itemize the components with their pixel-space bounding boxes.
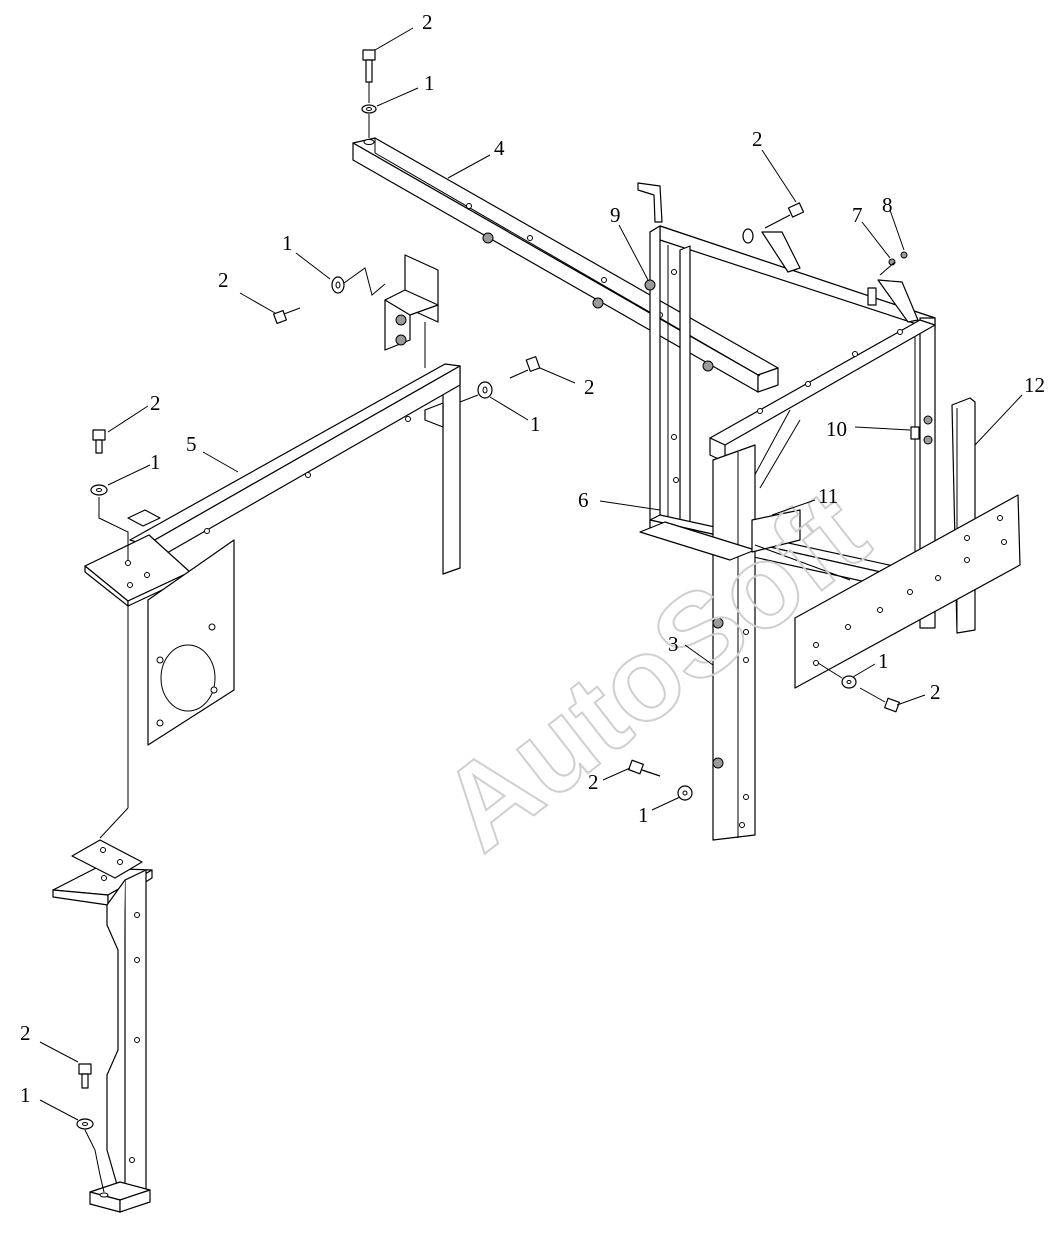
callout-label: 1 — [20, 1083, 31, 1107]
callout-label: 6 — [578, 488, 589, 512]
part-12-right-support — [794, 397, 1021, 689]
callout-label: 8 — [882, 193, 893, 217]
callout-label: 1 — [878, 649, 889, 673]
bolt-and-washer-mid — [459, 356, 541, 403]
callout-label: 9 — [610, 203, 621, 227]
part-3-right-post — [639, 319, 936, 841]
callout-label: 3 — [668, 632, 679, 656]
callout-label: 1 — [424, 71, 435, 95]
upper-left-bracket — [343, 254, 439, 368]
callout-label: 1 — [150, 450, 161, 474]
leader-lines — [39, 27, 1023, 1121]
callout-label: 11 — [818, 484, 838, 508]
callout-label: 2 — [588, 770, 599, 794]
callout-label: 2 — [584, 375, 595, 399]
callout-label: 1 — [638, 803, 649, 827]
bolt-and-washer-right-plate — [817, 662, 900, 713]
callout-label: 2 — [150, 391, 161, 415]
callout-label: 5 — [186, 432, 197, 456]
callout-label: 2 — [422, 10, 433, 34]
callout-label: 12 — [1024, 373, 1045, 397]
callout-label: 7 — [852, 203, 863, 227]
bolt-and-washer-left — [272, 276, 345, 325]
callout-label: 1 — [530, 412, 541, 436]
callout-label: 2 — [218, 268, 229, 292]
callout-label: 2 — [20, 1021, 31, 1045]
callout-label: 1 — [282, 231, 293, 255]
bolt-and-washer-lower-left — [76, 1063, 105, 1193]
callout-labels: 2 1 4 2 9 7 8 1 2 2 1 2 1 5 12 10 6 11 3… — [20, 10, 1045, 1107]
callout-label: 2 — [752, 127, 763, 151]
part-5-left-crossbar — [84, 363, 461, 808]
callout-label: 4 — [494, 136, 505, 160]
lower-left-leg — [52, 807, 153, 1213]
bolt-and-washer-plate5 — [90, 429, 129, 560]
callout-label: 10 — [826, 417, 847, 441]
callout-label: 2 — [930, 680, 941, 704]
part-11-bracket — [751, 509, 851, 581]
bolt-and-washer-post3 — [628, 759, 693, 801]
bolt-and-washer-top — [361, 49, 377, 138]
